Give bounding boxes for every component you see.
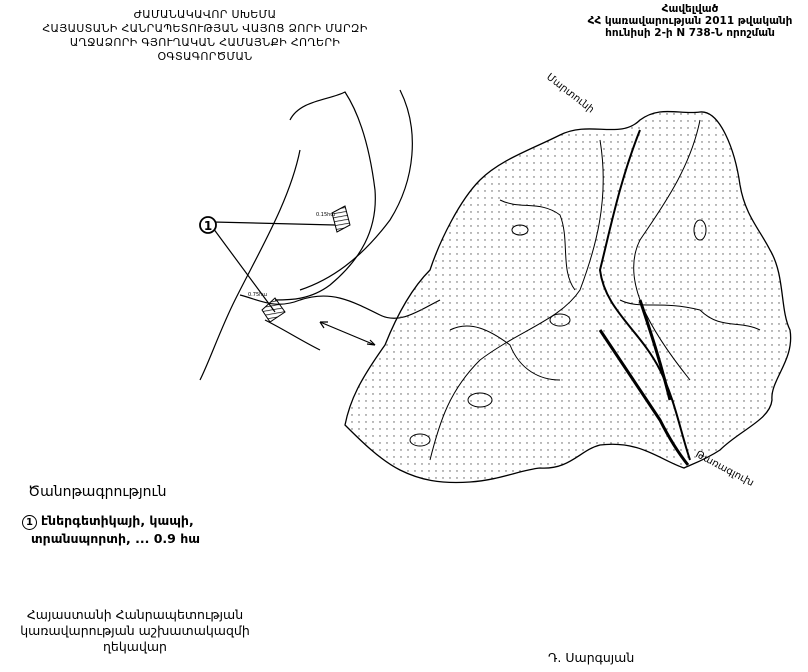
plot-label: 0.75հա — [248, 292, 267, 298]
signatory-role: Հայաստանի Հանրապետության կառավարության ա… — [10, 607, 260, 655]
annex-line: ՀՀ կառավարության 2011 թվականի — [587, 15, 793, 27]
callout-line — [212, 221, 336, 226]
inset-path — [264, 319, 321, 351]
place-label: Թառագլուխ — [694, 449, 756, 489]
annex-reference: Հավելված ՀՀ կառավարության 2011 թվականի հ… — [575, 3, 805, 39]
plot-hatched — [261, 297, 286, 323]
inset-river — [199, 149, 301, 381]
annex-line: հունիսի 2-ի N 738-Ն որոշման — [605, 27, 775, 39]
arrowhead-icon — [319, 321, 328, 329]
legend-item-text: էներգետիկայի, կապի, — [41, 513, 194, 528]
title-line: ՕԳՏԱԳՈՐԾՄԱՆ — [157, 50, 253, 63]
community-territory — [344, 110, 792, 484]
legend-item-text: տրանսպորտի, ... 0.9 հա — [31, 531, 200, 546]
signatory-role-line: ղեկավար — [103, 639, 167, 654]
legend-item: 1 էներգետիկայի, կապի, տրանսպորտի, ... 0.9… — [22, 512, 200, 548]
legend-item-number: 1 — [22, 515, 37, 530]
title-line: ԺԱՄԱՆԱԿԱՎՈՐ ՍԽԵՄԱ — [133, 8, 277, 21]
callout-marker-label: 1 — [204, 219, 212, 233]
signatory-role-line: Հայաստանի Հանրապետության — [26, 607, 244, 622]
arrowhead-icon — [366, 339, 376, 346]
plot-label: 0.15հա — [316, 212, 335, 218]
callout-line — [212, 227, 276, 313]
pointer-arrow — [319, 321, 376, 346]
legend-title: Ծանոթագրություն — [28, 484, 167, 500]
dense-settlement — [598, 299, 690, 466]
inset-boundary — [274, 91, 376, 301]
callout-marker — [199, 216, 217, 234]
map-contours — [409, 119, 761, 461]
inset-sketch — [199, 89, 441, 381]
document-title: ԺԱՄԱՆԱԿԱՎՈՐ ՍԽԵՄԱ ՀԱՅԱՍՏԱՆԻ ՀԱՆՐԱՊԵՏՈՒԹՅ… — [40, 8, 370, 64]
title-line: ՀԱՅԱՍՏԱՆԻ ՀԱՆՐԱՊԵՏՈՒԹՅԱՆ ՎԱՅՈՑ ՁՈՐԻ ՄԱՐԶ… — [42, 22, 368, 35]
signatory-name: Դ. Սարգսյան — [548, 650, 635, 665]
title-line: ԱՂՋԱՁՈՐԻ ԳՅՈՒՂԱԿԱՆ ՀԱՄԱՅՆՔԻ ՀՈՂԵՐԻ — [69, 36, 341, 49]
inset-road — [299, 89, 413, 291]
plot-hatched — [331, 205, 351, 233]
annex-line: Հավելված — [661, 3, 719, 15]
place-label-martuni: Մարտունի — [544, 72, 596, 116]
signatory-role-line: կառավարության աշխատակազմի — [20, 623, 250, 638]
